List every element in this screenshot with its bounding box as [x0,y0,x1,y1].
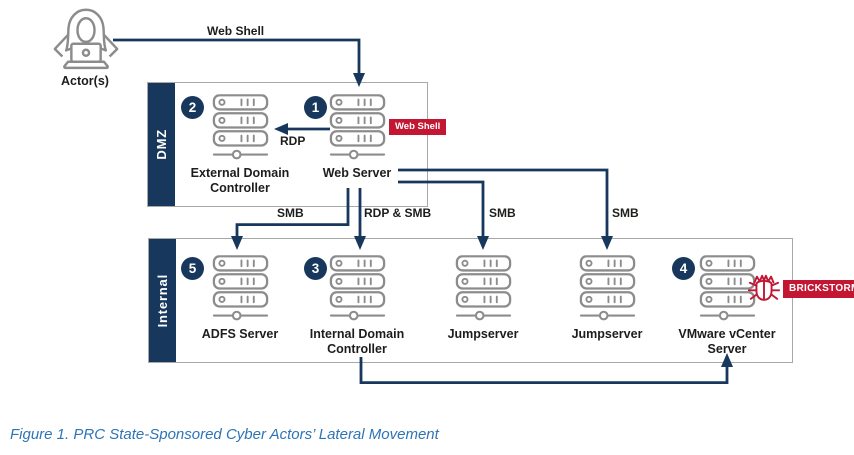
edge-label-rdp-smb: RDP & SMB [364,206,432,220]
node-label-web-server: Web Server [322,166,392,180]
server-stack-icon [579,255,636,321]
edge-label-smb-jumpserver2: SMB [612,206,639,220]
edge-label-smb-adfs: SMB [277,206,304,220]
edge-label-smb-jumpserver1: SMB [489,206,516,220]
server-stack-icon [455,255,512,321]
hooded-hacker-with-laptop-icon [50,6,122,74]
actor-label: Actor(s) [61,74,109,88]
step-badge-3: 3 [304,257,327,280]
server-stack-icon [329,94,386,160]
step-badge-5: 5 [181,257,204,280]
internal-zone-sidebar: Internal [149,239,176,362]
node-label-adfs-server: ADFS Server [201,327,279,341]
node-label-external-domain-controller: External Domain Controller [190,166,290,195]
figure-caption: Figure 1. PRC State-Sponsored Cyber Acto… [10,426,439,443]
dmz-zone-sidebar: DMZ [148,83,175,206]
brickstorm-tag: BRICKSTORM [783,280,854,298]
edge-webshell-line [113,38,365,87]
edge-label-rdp: RDP [280,134,306,148]
node-label-vmware-vcenter-server: VMware vCenter Server [678,327,776,356]
node-label-jumpserver-1: Jumpserver [447,327,519,341]
node-label-internal-domain-controller: Internal Domain Controller [309,327,405,356]
server-stack-icon [212,255,269,321]
node-label-jumpserver-2: Jumpserver [571,327,643,341]
step-badge-2: 2 [181,96,204,119]
step-badge-1: 1 [304,96,327,119]
web-shell-tag: Web Shell [389,119,447,135]
edge-label-web-shell: Web Shell [207,24,265,38]
dmz-zone-label: DMZ [154,129,169,160]
internal-zone-label: Internal [155,273,170,328]
server-stack-icon [329,255,386,321]
bug-icon [747,272,781,304]
server-stack-icon [212,94,269,160]
step-badge-4: 4 [672,257,695,280]
